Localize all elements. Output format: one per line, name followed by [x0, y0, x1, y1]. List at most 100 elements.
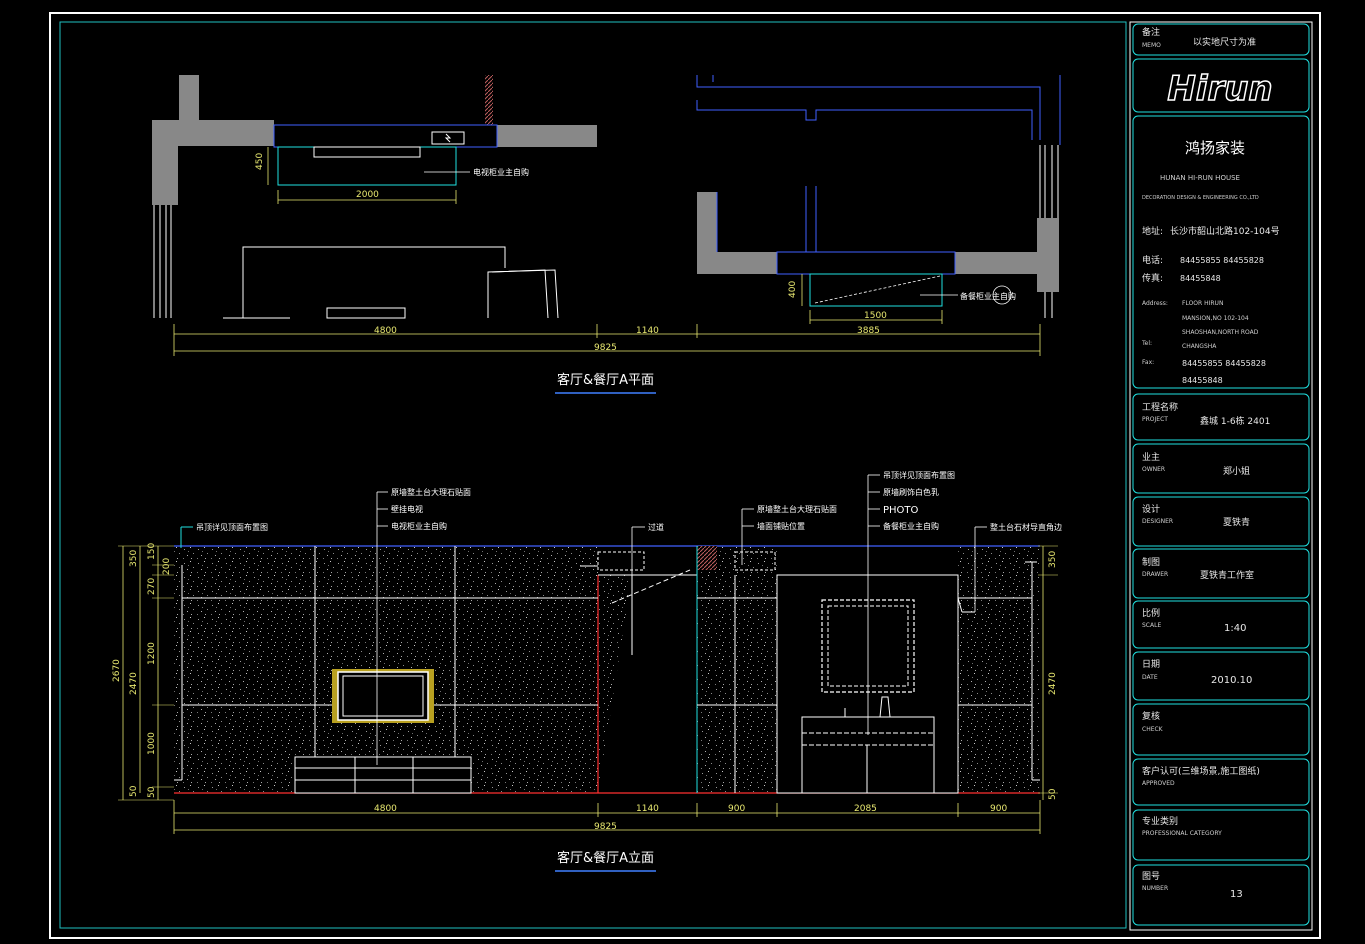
tb-project-value: 鑫城 1-6栋 2401	[1200, 415, 1270, 427]
tb-date-value: 2010.10	[1211, 675, 1252, 686]
tb-scale-value: 1:40	[1224, 623, 1246, 634]
tb-date-label: 日期	[1142, 659, 1160, 670]
tb-address-label: 地址:	[1142, 225, 1163, 237]
plan-tv-cabinet	[277, 146, 457, 186]
tb-address-en-1: FLOOR HIRUN	[1182, 300, 1223, 307]
plan-dim-400: 400	[788, 281, 798, 298]
tb-company-en2: DECORATION DESIGN & ENGINEERING CO.,LTD	[1142, 195, 1259, 201]
elev-dim-r50: 50	[1048, 788, 1058, 800]
elevation-caption: 客厅&餐厅A立面	[557, 850, 654, 866]
tb-tel-en-label: Tel:	[1141, 340, 1152, 347]
tb-address-en-3: SHAOSHAN,NORTH ROAD	[1182, 329, 1259, 336]
tb-tel-en-value: 84455855 84455828	[1182, 359, 1266, 368]
elev-note-photo: PHOTO	[883, 505, 919, 516]
tb-category-label: 专业类别	[1142, 815, 1178, 827]
tb-tel-value: 84455855 84455828	[1180, 256, 1264, 265]
tb-number-label: 图号	[1142, 871, 1160, 882]
elevation-wall-right	[958, 546, 1040, 793]
plan-dim-1500: 1500	[864, 311, 887, 321]
elev-dim-w900a: 900	[728, 804, 745, 814]
elev-note-wall-marble2: 原墙整土台大理石贴面	[757, 504, 837, 514]
elev-note-ceiling-ref: 吊顶详见顶面布置图	[196, 522, 268, 532]
plan-wall	[179, 75, 199, 125]
elev-dim-w9825: 9825	[594, 822, 617, 832]
elev-dim-w2085: 2085	[854, 804, 877, 814]
elev-dim-w900b: 900	[990, 804, 1007, 814]
tb-number-en: NUMBER	[1142, 885, 1168, 892]
plan-note-dining-cabinet: 备餐柜业主自购	[960, 291, 1016, 301]
plan-wall	[497, 125, 597, 147]
elev-dim-h350: 350	[129, 550, 139, 567]
tb-drawer-label: 制图	[1142, 556, 1160, 568]
tb-address-en-2: MANSION,NO 102-104	[1182, 315, 1249, 322]
elev-dim-h50a: 50	[129, 785, 139, 797]
plan-dim-4800: 4800	[374, 326, 397, 336]
plan-caption: 客厅&餐厅A平面	[557, 372, 654, 388]
plan-column-hatch	[485, 75, 493, 125]
tb-fax-value: 84455848	[1180, 274, 1221, 283]
tb-check-label: 复核	[1142, 710, 1160, 722]
elev-dim-h270: 270	[147, 578, 157, 595]
elev-note-tv-cabinet: 电视柜业主自购	[391, 521, 447, 531]
tb-fax-label: 传真:	[1142, 272, 1163, 284]
outer-frame	[49, 12, 1321, 939]
elev-dim-h1200: 1200	[147, 642, 157, 665]
plan-dim-2000: 2000	[356, 190, 379, 200]
tb-company-en: HUNAN HI-RUN HOUSE	[1160, 174, 1240, 182]
tb-owner-en: OWNER	[1142, 466, 1165, 473]
tb-memo-label: 备注	[1142, 26, 1160, 38]
elevation-view: 350 150 200 270 1200 1000 50 50 2470 267…	[112, 470, 1062, 872]
tb-company-zh: 鸿扬家装	[1185, 139, 1245, 157]
elev-dim-h2470: 2470	[129, 672, 139, 695]
plan-note-tv-cabinet: 电视柜业主自购	[473, 167, 529, 177]
tb-owner-label: 业主	[1142, 451, 1160, 463]
plan-dining-cabinet	[809, 273, 943, 307]
elev-note-wall-paint: 原墙刷饰白色乳	[883, 487, 939, 497]
tb-number-value: 13	[1230, 889, 1243, 900]
tb-drawer-value: 夏铁青工作室	[1200, 569, 1254, 581]
elev-note-floor-tile: 墙面铺贴位置	[757, 521, 805, 531]
tb-address-value: 长沙市韶山北路102-104号	[1170, 225, 1280, 237]
tb-owner-value: 郑小姐	[1223, 465, 1250, 477]
tb-designer-en: DESIGNER	[1142, 518, 1173, 525]
elev-dim-h200: 200	[162, 558, 172, 575]
tb-check-en: CHECK	[1142, 726, 1164, 733]
elev-dim-h150: 150	[147, 543, 157, 560]
elev-dim-h50b: 50	[147, 786, 157, 798]
title-block: 备注 MEMO 以实地尺寸为准 Hirun 鸿扬家装 HUNAN HI-RUN …	[1129, 21, 1313, 931]
tb-memo-value: 以实地尺寸为准	[1193, 36, 1256, 48]
plan-wall	[152, 120, 178, 205]
elevation-tv	[337, 671, 429, 721]
plan-view: 电视柜业主自购 450 2000 备餐柜业主	[152, 75, 1061, 394]
elev-dim-w1140: 1140	[636, 804, 659, 814]
tb-scale-label: 比例	[1142, 607, 1160, 619]
tb-designer-value: 夏铁青	[1223, 516, 1250, 528]
tb-drawer-en: DRAWER	[1142, 571, 1168, 578]
plan-dim-9825: 9825	[594, 343, 617, 353]
tb-scale-en: SCALE	[1142, 622, 1161, 629]
tb-project-label: 工程名称	[1142, 401, 1178, 413]
plan-dim-3885: 3885	[857, 326, 880, 336]
tb-approved-label: 客户认可(三维场景,施工图纸)	[1142, 765, 1260, 777]
tb-logo: Hirun	[1167, 69, 1272, 109]
inner-frame	[59, 21, 1127, 929]
elev-note-passage: 过道	[648, 522, 664, 532]
elev-note-ceiling-ref2: 吊顶详见顶面布置图	[883, 470, 955, 480]
plan-dim-450: 450	[255, 153, 265, 170]
tb-fax-en-label: Fax:	[1142, 359, 1154, 366]
tb-address-en-label: Address:	[1142, 300, 1168, 307]
tb-category-en: PROFESSIONAL CATEGORY	[1142, 830, 1222, 837]
elev-note-cabinet-owner: 备餐柜业主自购	[883, 521, 939, 531]
elev-dim-r2470: 2470	[1048, 672, 1058, 695]
elev-dim-w4800: 4800	[374, 804, 397, 814]
elev-dim-h2670: 2670	[112, 659, 122, 682]
elev-dim-h1000: 1000	[147, 732, 157, 755]
elev-dim-r350: 350	[1048, 551, 1058, 568]
tb-project-en: PROJECT	[1142, 416, 1168, 423]
elevation-wall-mid	[697, 546, 777, 793]
tb-memo-en: MEMO	[1142, 42, 1161, 49]
elevation-tv-cabinet	[294, 756, 472, 794]
elev-note-wall-marble: 原墙整土台大理石贴面	[391, 487, 471, 497]
tb-approved-en: APPROVED	[1142, 780, 1175, 787]
tb-tel-label: 电话:	[1142, 254, 1163, 266]
